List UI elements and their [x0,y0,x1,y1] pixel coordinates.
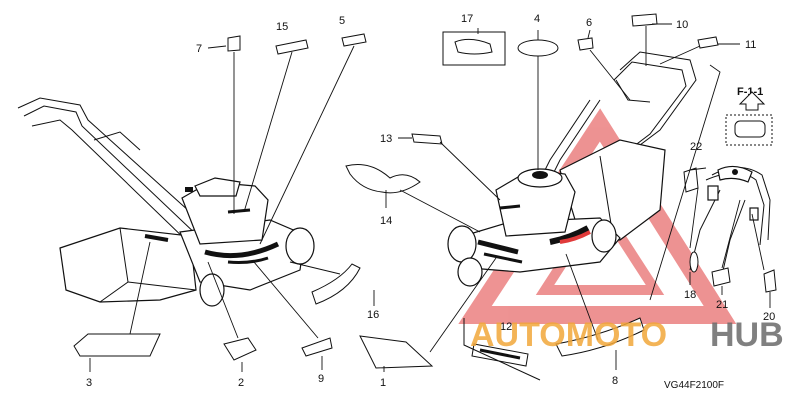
callout-4: 4 [534,13,540,25]
callout-9: 9 [318,373,324,385]
decals [73,13,777,381]
callout-6: 6 [586,17,592,29]
callout-15: 15 [276,21,288,33]
right-mower [447,51,697,287]
callout-12: 12 [500,321,512,333]
left-mower [17,97,315,307]
up-arrow-icon [738,91,766,111]
watermark-part1: AUTOMOTO [470,316,667,354]
callout-21: 21 [716,299,728,311]
handle-detail [689,165,771,276]
callout-11: 11 [745,39,756,51]
callout-2: 2 [238,377,244,389]
callout-8: 8 [612,375,618,387]
callout-1: 1 [380,377,386,389]
callout-7: 7 [196,43,202,55]
callout-20: 20 [763,311,775,323]
callout-17: 17 [461,13,473,25]
callout-labels: 7 15 5 17 4 6 10 11 13 14 16 3 2 9 1 12 … [86,13,775,389]
callout-5: 5 [339,15,345,27]
leader-lines [89,23,771,372]
callout-14: 14 [380,215,392,227]
callout-13: 13 [380,133,392,145]
callout-10: 10 [676,19,688,31]
figure-reference: F-1-1 [725,86,773,146]
drawing-code: VG44F2100F [664,380,724,391]
callout-16: 16 [367,309,379,321]
watermark-part2: HUB [710,316,784,354]
watermark-text: AUTOMOTO HUB [470,316,784,354]
callout-3: 3 [86,377,92,389]
figure-ref-label: F-1-1 [737,86,763,98]
inset-box [725,114,773,146]
callout-22: 22 [690,141,702,153]
callout-18: 18 [684,289,696,301]
